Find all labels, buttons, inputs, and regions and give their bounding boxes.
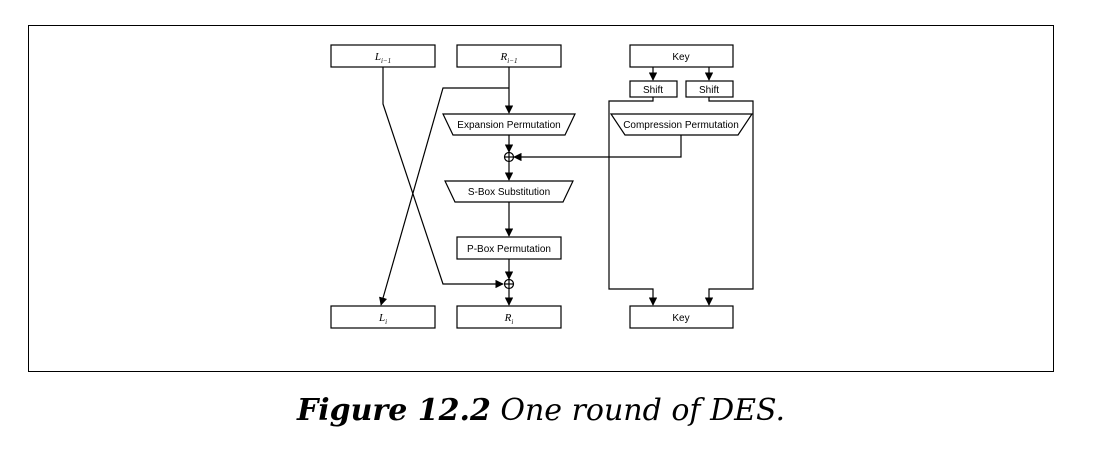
wire-shift-right-loop [704, 97, 754, 306]
figure-caption: Figure 12.2 One round of DES. [0, 393, 1082, 428]
figure-number: Figure 12.2 [296, 393, 491, 428]
expansion-permutation-box: Expansion Permutation [442, 113, 576, 136]
pbox-permutation-box: P-Box Permutation [456, 236, 562, 260]
key-top-box: Key [629, 44, 734, 68]
svg-text:P-Box Permutation: P-Box Permutation [467, 244, 551, 255]
svg-text:Key: Key [672, 313, 689, 324]
svg-text:Shift: Shift [643, 85, 663, 96]
wire-shift-left-loop [608, 97, 658, 306]
key-bottom-box: Key [629, 305, 734, 329]
r-next-box: Ri [456, 305, 562, 329]
svg-text:Li−1: Li−1 [374, 51, 391, 65]
l-next-box: Li [330, 305, 436, 329]
compression-permutation-box: Compression Permutation [609, 113, 754, 136]
svg-text:Compression Permutation: Compression Permutation [623, 120, 739, 131]
svg-text:Key: Key [672, 52, 689, 63]
des-round-diagram: Li−1 Ri−1 Key Shift Shift Expansion Perm… [330, 44, 754, 329]
l-prev-box: Li−1 [330, 44, 436, 68]
svg-text:Li: Li [378, 312, 387, 326]
svg-text:S-Box Substitution: S-Box Substitution [468, 187, 550, 198]
wire-compression-to-xor [513, 135, 682, 162]
wire-rprev-to-lnext [379, 87, 509, 306]
figure-caption-text: One round of DES. [500, 393, 786, 428]
svg-text:Ri−1: Ri−1 [500, 51, 518, 65]
svg-text:Shift: Shift [699, 85, 719, 96]
wire-lprev-to-xor [382, 67, 504, 289]
svg-text:Ri: Ri [504, 312, 514, 326]
svg-text:Expansion Permutation: Expansion Permutation [457, 120, 560, 131]
sbox-substitution-box: S-Box Substitution [444, 180, 574, 203]
figure-frame [28, 25, 1054, 372]
